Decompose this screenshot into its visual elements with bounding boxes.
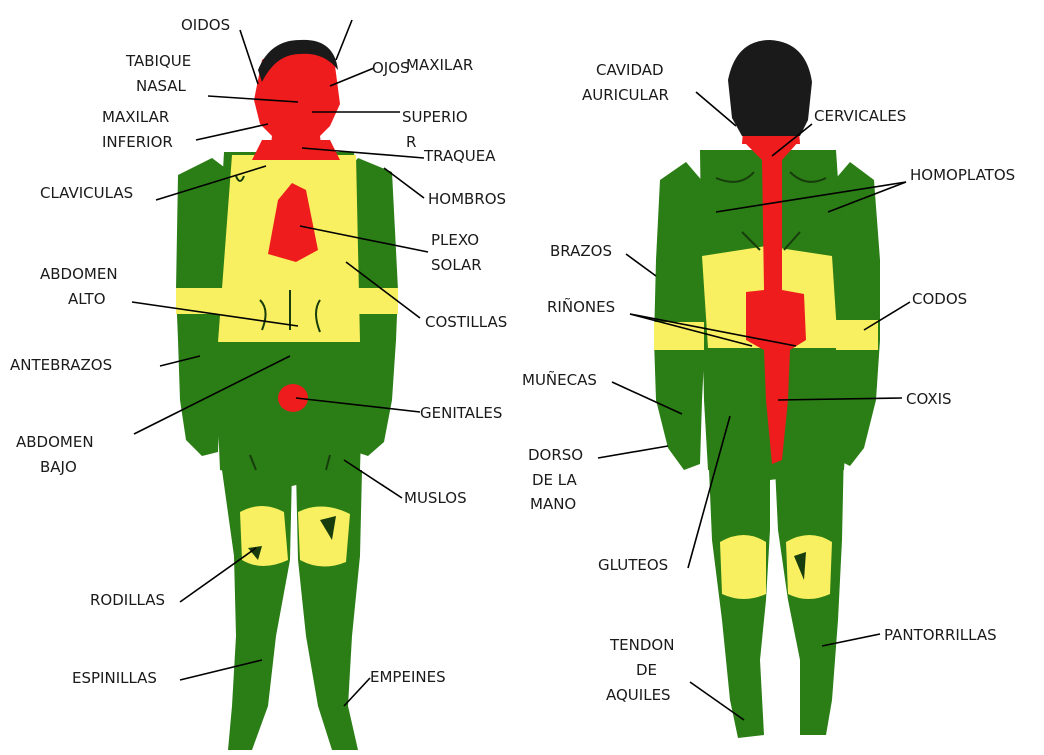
label-tendon-line2: DE	[636, 661, 657, 679]
label-gluteos: GLUTEOS	[598, 556, 668, 574]
label-brazos: BRAZOS	[550, 242, 612, 260]
label-espinillas: ESPINILLAS	[72, 669, 157, 687]
front-right-elbow-zone	[352, 288, 398, 314]
label-costillas: COSTILLAS	[425, 313, 507, 331]
front-left-knee-zone	[240, 506, 288, 566]
label-dorso-line3: MANO	[530, 495, 576, 513]
label-hombros: HOMBROS	[428, 190, 506, 208]
label-abdomen-alto-line2: ALTO	[68, 290, 106, 308]
label-oidos: OIDOS	[181, 16, 230, 34]
label-abdomen-bajo-line1: ABDOMEN	[16, 433, 94, 451]
label-tabique-line2: NASAL	[136, 77, 187, 95]
label-claviculas: CLAVICULAS	[40, 184, 133, 202]
label-cavidad-line2: AURICULAR	[582, 86, 669, 104]
back-hair	[728, 40, 812, 136]
label-maxilar: MAXILAR	[406, 56, 473, 74]
label-plexo-line1: PLEXO	[431, 231, 479, 249]
label-abdomen-alto-line1: ABDOMEN	[40, 265, 118, 283]
back-left-knee-zone	[720, 535, 766, 599]
label-homoplatos: HOMOPLATOS	[910, 166, 1015, 184]
label-tendon-line1: TENDON	[609, 636, 674, 654]
label-tendon-line3: AQUILES	[606, 686, 671, 704]
label-ojos: OJOS	[372, 59, 410, 77]
label-maxilar-inferior-line2: INFERIOR	[102, 133, 173, 151]
label-rinones: RIÑONES	[547, 297, 615, 316]
label-tabique-line1: TABIQUE	[125, 52, 191, 70]
label-muslos: MUSLOS	[404, 489, 467, 507]
label-superior-line2: R	[406, 133, 416, 151]
label-cavidad-line1: CAVIDAD	[596, 61, 664, 79]
front-right-knee-zone	[298, 506, 350, 566]
label-abdomen-bajo-line2: BAJO	[40, 458, 77, 476]
label-plexo-line2: SOLAR	[431, 256, 482, 274]
label-maxilar-inferior-line1: MAXILAR	[102, 108, 169, 126]
label-rodillas: RODILLAS	[90, 591, 165, 609]
label-antebrazos: ANTEBRAZOS	[10, 356, 112, 374]
label-dorso-line2: DE LA	[532, 471, 577, 489]
label-genitales: GENITALES	[420, 404, 502, 422]
label-empeines: EMPEINES	[370, 668, 446, 686]
label-traquea: TRAQUEA	[423, 147, 496, 165]
label-coxis: COXIS	[906, 390, 952, 408]
label-codos: CODOS	[912, 290, 967, 308]
label-superior-line1: SUPERIO	[402, 108, 468, 126]
label-munecas: MUÑECAS	[522, 370, 597, 389]
front-body-figure	[176, 40, 398, 750]
back-body-figure	[654, 40, 880, 738]
label-pantorrillas: PANTORRILLAS	[884, 626, 997, 644]
front-genitals-zone	[278, 384, 308, 412]
label-cervicales: CERVICALES	[814, 107, 906, 125]
label-dorso-line1: DORSO	[528, 446, 583, 464]
back-right-knee-zone	[786, 535, 832, 599]
